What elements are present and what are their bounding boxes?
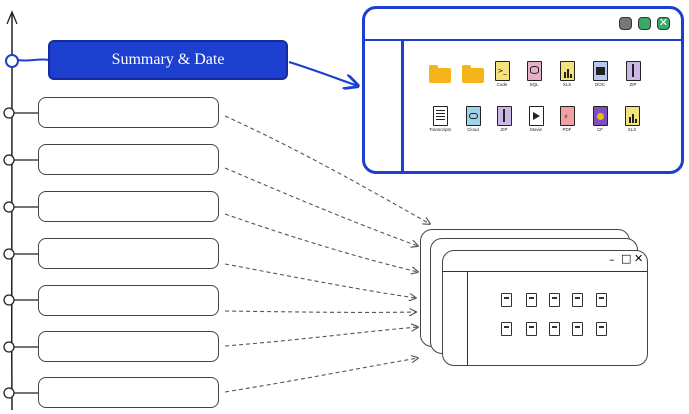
folder-icon[interactable] bbox=[428, 63, 452, 83]
file-icon[interactable] bbox=[572, 322, 583, 336]
file-icon[interactable] bbox=[596, 322, 607, 336]
timeline-slot-5[interactable] bbox=[38, 285, 219, 316]
timeline-slot-6[interactable] bbox=[38, 331, 219, 362]
window-titlebar-divider bbox=[365, 39, 681, 41]
file-icon[interactable] bbox=[549, 322, 560, 336]
cf-file-icon[interactable]: CF bbox=[588, 106, 612, 132]
cloud-file-icon[interactable]: Cloud bbox=[461, 106, 485, 132]
file-icon[interactable] bbox=[526, 293, 537, 307]
active-arrow bbox=[288, 60, 358, 86]
dashed-arrows bbox=[224, 115, 430, 393]
minimize-icon[interactable]: – bbox=[609, 253, 615, 266]
timeline-slot-2[interactable] bbox=[38, 144, 219, 175]
timeline-nodes bbox=[3, 107, 38, 399]
window-sidebar-divider bbox=[401, 40, 404, 171]
sql-file-icon[interactable]: SQL bbox=[522, 61, 546, 87]
timeline-arrowhead bbox=[6, 10, 18, 25]
doc-file-icon[interactable]: DOC bbox=[588, 61, 612, 87]
timeline-slot-3[interactable] bbox=[38, 191, 219, 222]
timeline-node-active bbox=[5, 54, 19, 68]
active-connector bbox=[17, 58, 50, 62]
summary-date-card[interactable]: Summary & Date bbox=[48, 40, 288, 80]
timeline-slot-1[interactable] bbox=[38, 97, 219, 128]
close-button[interactable]: ✕ bbox=[657, 17, 670, 30]
front-window-sidebar-divider bbox=[467, 271, 468, 365]
pdf-file-icon[interactable]: ⚡ PDF bbox=[555, 106, 579, 132]
timeline-slot-4[interactable] bbox=[38, 238, 219, 269]
movie-file-icon[interactable]: Movie bbox=[524, 106, 548, 132]
file-icon[interactable] bbox=[501, 322, 512, 336]
file-icon[interactable] bbox=[572, 293, 583, 307]
timeline-axis bbox=[10, 14, 14, 411]
maximize-button[interactable] bbox=[638, 17, 651, 30]
file-icon[interactable] bbox=[596, 293, 607, 307]
minimize-button[interactable] bbox=[619, 17, 632, 30]
file-icon[interactable] bbox=[501, 293, 512, 307]
close-icon: ✕ bbox=[658, 16, 669, 29]
zip-file-icon[interactable]: ZIP bbox=[621, 61, 645, 87]
file-icon[interactable] bbox=[549, 293, 560, 307]
front-window-titlebar-divider bbox=[443, 271, 647, 272]
xls-file-icon[interactable]: XLS bbox=[555, 61, 579, 87]
maximize-icon[interactable]: □ bbox=[621, 252, 632, 265]
file-icon[interactable] bbox=[526, 322, 537, 336]
stacked-window-front: – □ ✕ bbox=[442, 250, 648, 366]
transcript-file-icon[interactable]: Transcripts bbox=[428, 106, 452, 132]
close-icon[interactable]: ✕ bbox=[634, 252, 644, 265]
timeline-slot-7[interactable] bbox=[38, 377, 219, 408]
summary-date-label: Summary & Date bbox=[111, 51, 225, 68]
folder-icon[interactable] bbox=[461, 63, 485, 83]
xls-file-icon[interactable]: XLS bbox=[620, 106, 644, 132]
code-file-icon[interactable]: >_ Code bbox=[490, 61, 514, 87]
zip-file-icon[interactable]: ZIP bbox=[492, 106, 516, 132]
file-browser-window: ✕ >_ Code SQL XLS DOC ZIP Transcripts Cl… bbox=[362, 6, 684, 174]
